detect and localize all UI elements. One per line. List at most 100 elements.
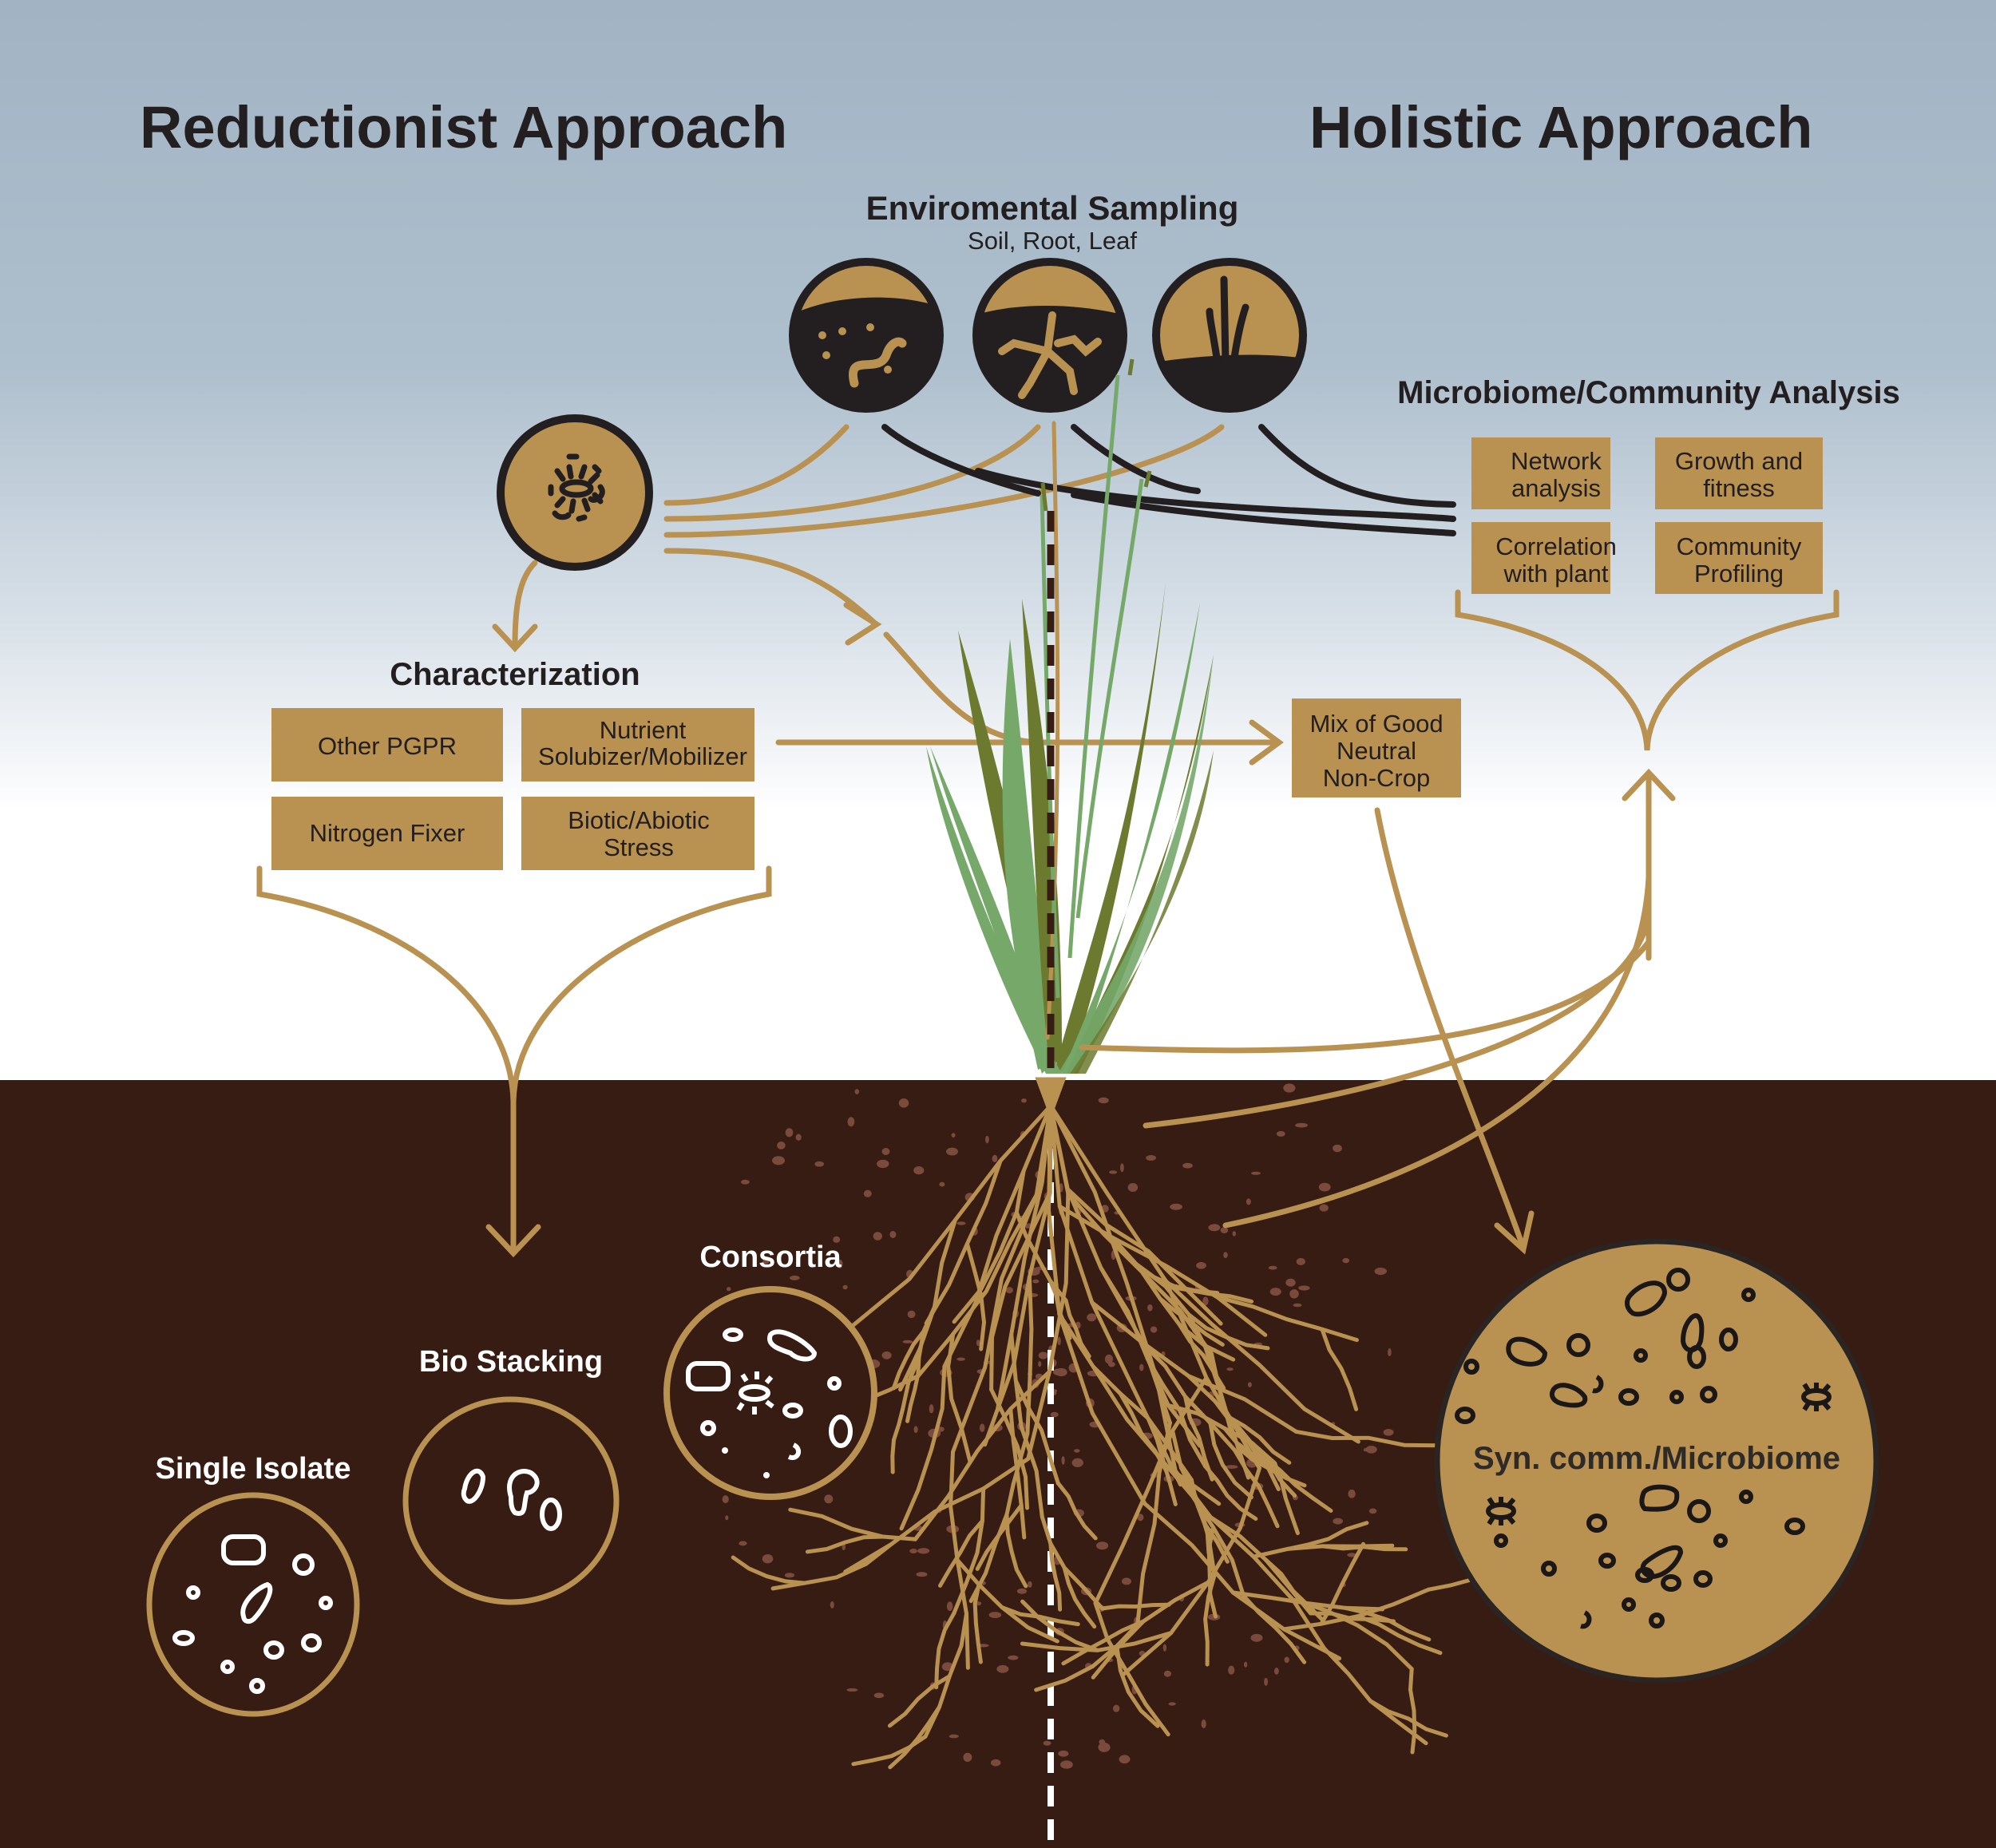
soil-speck: [1121, 1577, 1132, 1585]
root-branch: [1066, 1191, 1214, 1356]
root-branch: [942, 1103, 1053, 1369]
soil-speck: [1139, 1363, 1144, 1371]
root-branch: [1230, 1590, 1385, 1612]
soil-speck: [948, 1734, 959, 1739]
soil-speck: [762, 1258, 770, 1264]
consortia-label: Consortia: [699, 1241, 842, 1274]
soil-speck: [1150, 1326, 1158, 1333]
root-branch: [1293, 1429, 1443, 1448]
microbe: [1598, 1553, 1616, 1569]
microbe: [1640, 1545, 1684, 1580]
soil-speck: [881, 1148, 890, 1155]
soil-speck: [1113, 1704, 1120, 1712]
root-branch: [1183, 1395, 1214, 1482]
root-branch: [995, 1103, 1053, 1413]
soil-speck: [1274, 1668, 1279, 1675]
soil-speck: [881, 1351, 892, 1359]
soil-speck: [1228, 1665, 1235, 1675]
community-analysis-box-label: analysis: [1511, 474, 1601, 502]
microbe: [1549, 1383, 1588, 1408]
community-bracket: [1455, 589, 1840, 751]
soil-speck: [985, 1135, 989, 1144]
soil-speck: [1109, 1170, 1118, 1174]
soil-speck: [1285, 1278, 1296, 1287]
community-analysis-box-label: Profiling: [1694, 560, 1784, 588]
root-branch: [1020, 1631, 1174, 1652]
root-branch: [905, 1355, 921, 1423]
soil-speck: [722, 1495, 729, 1504]
community-analysis-box: [1471, 437, 1610, 509]
root-branch: [1203, 1573, 1217, 1667]
soil-speck: [979, 1423, 985, 1432]
soil-speck: [991, 1759, 1001, 1767]
root-branch: [989, 1387, 1029, 1510]
root-branch: [805, 1534, 885, 1554]
soil-speck: [1276, 1130, 1285, 1137]
soil-speck: [1202, 1296, 1209, 1306]
soil-speck: [1268, 1265, 1277, 1270]
community-analysis-grid: Network analysis Growth and fitness Corr…: [1471, 437, 1823, 594]
soil-speck: [1283, 1083, 1296, 1093]
root-branch: [1063, 1298, 1091, 1359]
soil-speck: [963, 1752, 972, 1763]
root-branch: [1356, 1614, 1443, 1656]
root-branch: [1163, 1279, 1360, 1444]
soil-speck: [1250, 1633, 1263, 1642]
soil-speck: [951, 1133, 956, 1138]
root-branch: [1062, 1565, 1097, 1629]
root-branch: [951, 1103, 1053, 1454]
soil-sample-icon: [789, 258, 944, 413]
soil-speck: [1247, 1382, 1252, 1387]
root-branch: [952, 1169, 1026, 1324]
feedback-connectors: [1079, 768, 1676, 1229]
soil-speck: [976, 1340, 980, 1347]
root-branch: [1251, 1543, 1395, 1559]
root-branch: [1110, 1235, 1208, 1349]
root-branch: [948, 1450, 970, 1670]
root-branch: [1061, 1619, 1146, 1666]
root-branch: [1091, 1580, 1210, 1680]
root-branch: [1057, 1204, 1268, 1337]
root-branch: [1143, 1502, 1342, 1660]
root-branch: [1290, 1597, 1414, 1672]
soil-speck: [762, 1554, 774, 1564]
soil-speck: [1284, 1656, 1289, 1664]
isolate-to-characterization-connector: [512, 560, 538, 650]
community-analysis-title: Microbiome/Community Analysis: [1397, 375, 1900, 410]
community-analysis-box: [1655, 437, 1823, 509]
characterization-box: [271, 797, 503, 870]
microbe: [1687, 1499, 1711, 1523]
microbe: [1463, 1359, 1479, 1375]
root-branch: [1281, 1587, 1431, 1632]
syn-comm-circle: Syn. comm./Microbiome: [1434, 1238, 1879, 1684]
root-branch: [1215, 1295, 1359, 1343]
root-branch: [1145, 1356, 1207, 1469]
sampling-subtitle: Soil, Root, Leaf: [968, 227, 1137, 255]
characterization-bracket: [256, 865, 772, 1258]
root-branch: [770, 1541, 894, 1591]
microbe: [1719, 1328, 1738, 1351]
arrowhead: [492, 623, 538, 653]
soil-speck: [956, 1357, 965, 1361]
soil-speck: [913, 1426, 918, 1434]
soil-speck: [1168, 1702, 1176, 1706]
soil-speck: [795, 1134, 802, 1141]
bacterium-flagella: [1487, 1497, 1516, 1525]
root-branch: [1065, 1187, 1223, 1326]
root-branch: [898, 1217, 957, 1392]
soil-speck: [1038, 1361, 1042, 1367]
root-branch: [1100, 1602, 1171, 1611]
microbe: [1506, 1336, 1548, 1367]
characterization-box-label: Nutrient: [600, 716, 687, 744]
soil-speck: [1333, 1518, 1343, 1525]
root-branch: [1026, 1103, 1071, 1461]
microbe: [1739, 1490, 1753, 1504]
microbe: [1566, 1333, 1590, 1357]
root-branch: [788, 1507, 917, 1541]
soil-speck: [1374, 1267, 1388, 1276]
community-analysis-box-label: fitness: [1703, 474, 1775, 502]
community-analysis-box-label: Growth and: [1675, 447, 1803, 475]
soil-speck: [996, 1664, 1009, 1673]
soil-speck: [1319, 1204, 1329, 1212]
soil-speck: [772, 1156, 785, 1165]
